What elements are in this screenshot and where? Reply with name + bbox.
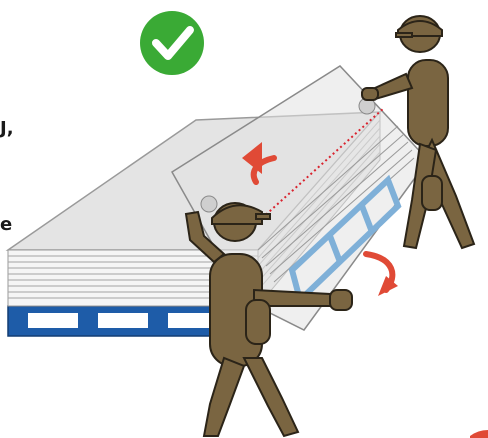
cropped-arrow-fragment: [470, 430, 488, 438]
rotate-arrow-icon: [366, 254, 398, 296]
check-circle-icon: [140, 11, 204, 75]
